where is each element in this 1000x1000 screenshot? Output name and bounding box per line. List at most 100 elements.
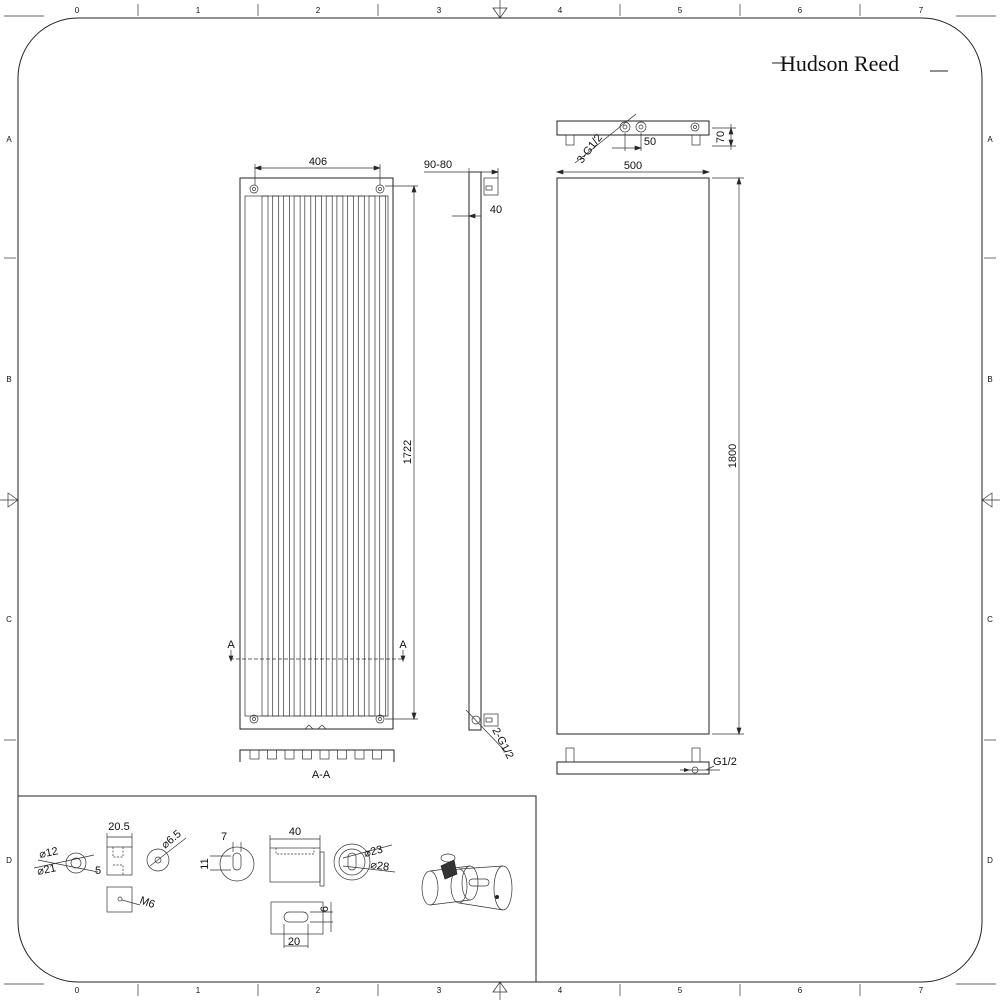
svg-text:B: B: [987, 375, 992, 384]
section-tube: [267, 749, 277, 760]
fin-tube: [336, 195, 344, 717]
svg-text:B: B: [6, 375, 11, 384]
rear-view: 3-G1/2 50 70 500 1800: [555, 113, 744, 775]
section-line: [228, 650, 406, 662]
svg-text:6: 6: [798, 986, 803, 995]
zone-row-right: A: [987, 135, 993, 144]
svg-text:D: D: [6, 856, 12, 865]
svg-text:5: 5: [678, 986, 683, 995]
plate-width-label: 20: [288, 936, 300, 948]
cap-inner-dia-label: ⌀23: [363, 844, 384, 860]
side-bracket-label: 40: [490, 204, 502, 216]
block-width-label: 20.5: [108, 821, 129, 833]
side-depth-dimension: [424, 168, 500, 178]
front-height-label: 1722: [402, 440, 414, 464]
brand-logo: Hudson Reed: [772, 51, 948, 76]
svg-text:6: 6: [798, 6, 803, 15]
svg-text:7: 7: [919, 986, 924, 995]
fin-tube: [261, 195, 269, 717]
plug-outer-dia-label: ⌀21: [36, 862, 57, 878]
section-a-a-view: A-A: [239, 749, 395, 781]
front-view: 406 1722 A A: [227, 156, 418, 730]
fin-tube: [283, 195, 290, 717]
side-bracket-dimension: [452, 213, 481, 219]
fin-tube: [325, 195, 333, 717]
zone-col-top: 0: [75, 6, 80, 15]
svg-text:5: 5: [678, 6, 683, 15]
svg-text:C: C: [987, 615, 993, 624]
radiator-fins: [261, 195, 387, 717]
section-tube: [354, 749, 365, 760]
section-tube: [302, 749, 312, 760]
section-tube: [249, 749, 260, 760]
svg-text:4: 4: [558, 6, 563, 15]
rear-width-dimension: [555, 169, 711, 175]
fin-tube: [293, 195, 301, 717]
side-depth-label: 90-80: [424, 159, 452, 171]
fin-tube: [368, 195, 376, 717]
rear-spacing-dimension: [612, 133, 643, 151]
bracket-width-label: 40: [289, 826, 301, 838]
brand-name: Hudson Reed: [780, 51, 899, 76]
svg-text:3: 3: [437, 6, 442, 15]
fin-tube: [272, 195, 280, 717]
front-height-dimension: [385, 184, 418, 721]
section-tube: [284, 749, 295, 760]
section-mark-right: A: [399, 639, 407, 651]
rear-height-dimension: [712, 176, 744, 736]
rear-width-label: 500: [624, 160, 642, 172]
wall-plug-detail: ⌀12 ⌀21: [33, 845, 99, 878]
svg-text:1: 1: [196, 6, 201, 15]
slotted-plate-detail: 6 20: [270, 901, 333, 948]
cover-cap-detail: ⌀23 ⌀28: [333, 843, 396, 881]
svg-text:2: 2: [316, 6, 321, 15]
fin-tube: [315, 195, 322, 717]
mounting-holes: [249, 184, 385, 724]
plug-inner-dia-label: ⌀12: [38, 845, 59, 861]
rear-spacing-label: 50: [644, 136, 656, 148]
side-view: 90-80 40 2-G1/2: [424, 159, 516, 761]
washer-detail: ⌀6.5: [146, 828, 187, 872]
slot-height-label: 11: [199, 858, 211, 869]
fin-tube: [304, 195, 312, 717]
svg-text:3: 3: [437, 986, 442, 995]
bracket-assembly-sketch: [421, 853, 513, 911]
section-tube: [337, 749, 347, 760]
zone-labels: 0 1 2 3 4 5 6 7 0 1 2 3 4 5 6 7 A B C D …: [6, 6, 993, 995]
cap-outer-dia-label: ⌀28: [370, 859, 390, 874]
rear-top-depth-dimension: [712, 124, 736, 150]
wall-bracket-detail: 40: [269, 826, 325, 887]
rear-top-thread-label: 3-G1/2: [575, 132, 605, 166]
block-offset-label: 5: [95, 865, 101, 877]
zone-col-bottom: 0: [75, 986, 80, 995]
rear-bottom-thread-label: G1/2: [713, 756, 737, 768]
section-mark-left: A: [227, 639, 235, 651]
screw-size-label: M6: [138, 895, 156, 912]
front-width-label: 406: [309, 156, 327, 168]
zone-row-left: A: [6, 135, 12, 144]
plate-height-label: 6: [319, 906, 331, 912]
svg-text:1: 1: [196, 986, 201, 995]
washer-hole-label: ⌀6.5: [159, 828, 184, 851]
slotted-disc-detail: 7 11: [199, 831, 255, 882]
slot-width-label: 7: [221, 831, 227, 843]
fin-tube: [357, 195, 365, 717]
section-tube: [319, 749, 330, 760]
svg-text:7: 7: [919, 6, 924, 15]
fixing-details-panel: ⌀12 ⌀21 20.5 5 M6 ⌀6.5 7: [18, 795, 537, 982]
rear-top-depth-label: 70: [715, 131, 727, 143]
section-caption: A-A: [312, 769, 331, 781]
svg-text:4: 4: [558, 986, 563, 995]
side-inlet-label: 2-G1/2: [489, 726, 515, 761]
section-tube: [372, 749, 382, 760]
bracket-block-detail: 20.5 5 M6: [95, 821, 156, 913]
svg-text:C: C: [6, 615, 12, 624]
fin-tube: [347, 195, 354, 717]
svg-text:2: 2: [316, 986, 321, 995]
rear-height-label: 1800: [727, 444, 739, 468]
section-tubes: [249, 749, 382, 760]
front-width-dimension: [253, 164, 382, 185]
